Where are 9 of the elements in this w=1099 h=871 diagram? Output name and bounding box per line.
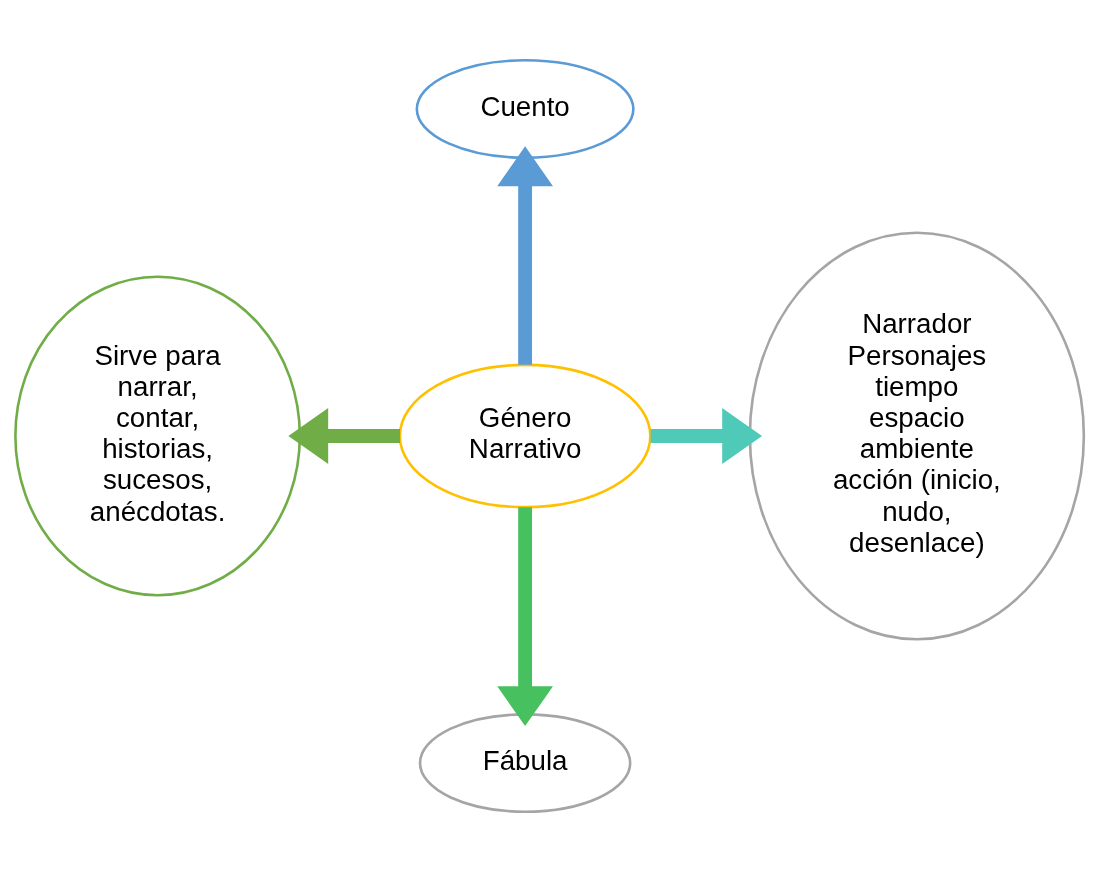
arrow bbox=[288, 407, 401, 464]
arrow bbox=[650, 407, 763, 464]
arrow bbox=[497, 145, 553, 365]
node-ellipse: Narrador Personajes tiempo espacio ambiente acción (inicio, nudo, desenlace) bbox=[748, 230, 1086, 641]
arrow bbox=[497, 506, 553, 726]
node-ellipse: Cuento bbox=[415, 58, 635, 159]
node-ellipse: Sirve para narrar, contar, historias, sucesos, anécdotas. bbox=[14, 275, 302, 596]
node-ellipse: Fábula bbox=[418, 712, 632, 813]
node-ellipse: Género Narrativo bbox=[398, 363, 652, 508]
